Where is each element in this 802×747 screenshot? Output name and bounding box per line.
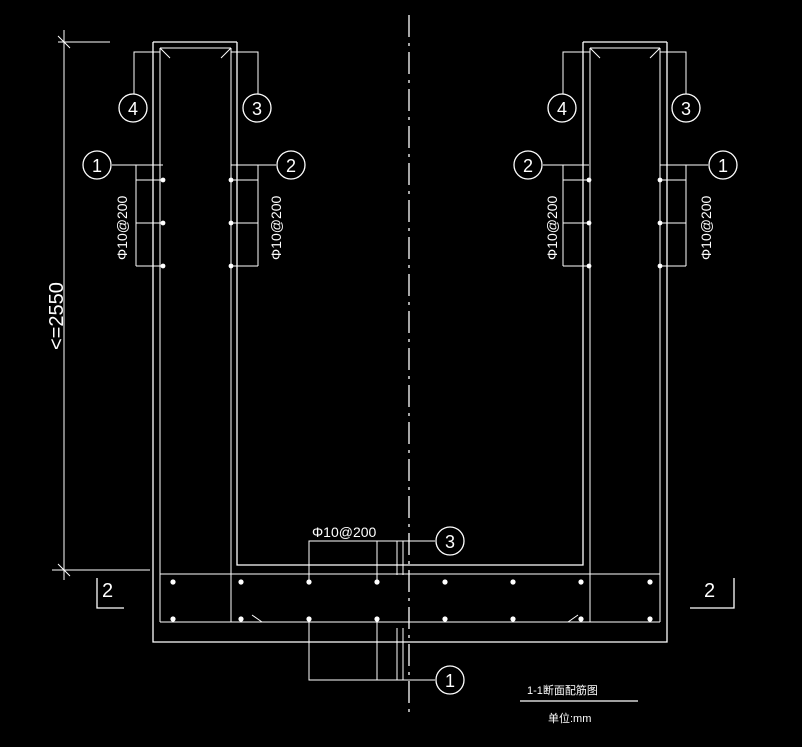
slab-hook-left xyxy=(251,614,263,623)
rebar-dot xyxy=(170,616,176,622)
outer-outline xyxy=(152,42,668,643)
rebar-spec-left-2: Φ10@200 xyxy=(268,195,284,260)
bubble-1-bottom: 1 xyxy=(435,665,465,695)
rebar-dot xyxy=(578,616,584,622)
leader-3-right xyxy=(660,51,687,107)
bubble-4-right: 4 xyxy=(547,93,577,123)
rebar-spec-bottom: Φ10@200 xyxy=(312,524,377,540)
bubble-3-left: 3 xyxy=(242,93,272,123)
rebar-spec-right-1: Φ10@200 xyxy=(544,195,560,260)
svg-text:2: 2 xyxy=(523,156,533,176)
unit-label: 单位:mm xyxy=(548,711,591,725)
bubble-2-right: 2 xyxy=(513,150,543,180)
rebar-dot xyxy=(647,616,653,622)
svg-text:4: 4 xyxy=(557,99,567,119)
leader-3-bottom xyxy=(308,540,435,582)
svg-text:2: 2 xyxy=(286,156,296,176)
bubble-1-right: 1 xyxy=(708,150,738,180)
right-hook-2 xyxy=(649,47,661,59)
bracket-2-left xyxy=(231,165,259,267)
right-hook-1 xyxy=(589,47,601,59)
left-hook-1 xyxy=(159,47,171,59)
rebar-dot xyxy=(238,616,244,622)
section-mark-left: 2 xyxy=(102,580,113,602)
rebar-spec-right-2: Φ10@200 xyxy=(698,195,714,260)
svg-text:1: 1 xyxy=(92,156,102,176)
svg-text:3: 3 xyxy=(252,99,262,119)
leader-1-ticks xyxy=(396,628,404,680)
section-mark-right: 2 xyxy=(704,580,715,602)
bubble-3-bottom: 3 xyxy=(435,526,465,556)
rebar-dot xyxy=(647,579,653,585)
leader-4-right xyxy=(562,51,590,107)
slab-rebar-dots xyxy=(170,579,653,622)
bubble-3-right: 3 xyxy=(671,93,701,123)
bracket-1-right xyxy=(660,165,687,267)
dimension-tick-bottom xyxy=(57,563,71,577)
section-marker-right xyxy=(690,578,735,609)
rebar-dot xyxy=(510,579,516,585)
bubble-2-left: 2 xyxy=(276,150,306,180)
rebar-spec-left-1: Φ10@200 xyxy=(114,195,130,260)
dimension-tick-top xyxy=(57,35,71,49)
leader-4-left xyxy=(133,51,160,107)
rebar-dot xyxy=(442,579,448,585)
svg-text:3: 3 xyxy=(445,532,455,552)
svg-text:1: 1 xyxy=(445,671,455,691)
rebar-dot xyxy=(238,579,244,585)
leader-3-left xyxy=(231,51,259,107)
leader-1-bottom xyxy=(308,619,435,681)
slab-hook-right xyxy=(567,614,579,623)
rebar-dot xyxy=(442,616,448,622)
rebar-dot xyxy=(170,579,176,585)
section-marker-left xyxy=(96,578,124,609)
bracket-2-right xyxy=(562,165,589,267)
rebar-dot xyxy=(510,616,516,622)
leader-3-ticks xyxy=(396,541,404,575)
bubble-4-left: 4 xyxy=(118,93,148,123)
drawing-title: 1-1断面配筋图 xyxy=(527,683,598,697)
bracket-1-left xyxy=(135,165,163,267)
left-hook-2 xyxy=(220,47,232,59)
rebar-dot xyxy=(578,579,584,585)
svg-text:1: 1 xyxy=(718,156,728,176)
height-dimension-label: <=2550 xyxy=(46,282,68,350)
bubble-1-left: 1 xyxy=(82,150,112,180)
inner-outline xyxy=(236,42,584,566)
svg-text:3: 3 xyxy=(681,99,691,119)
svg-text:4: 4 xyxy=(128,99,138,119)
